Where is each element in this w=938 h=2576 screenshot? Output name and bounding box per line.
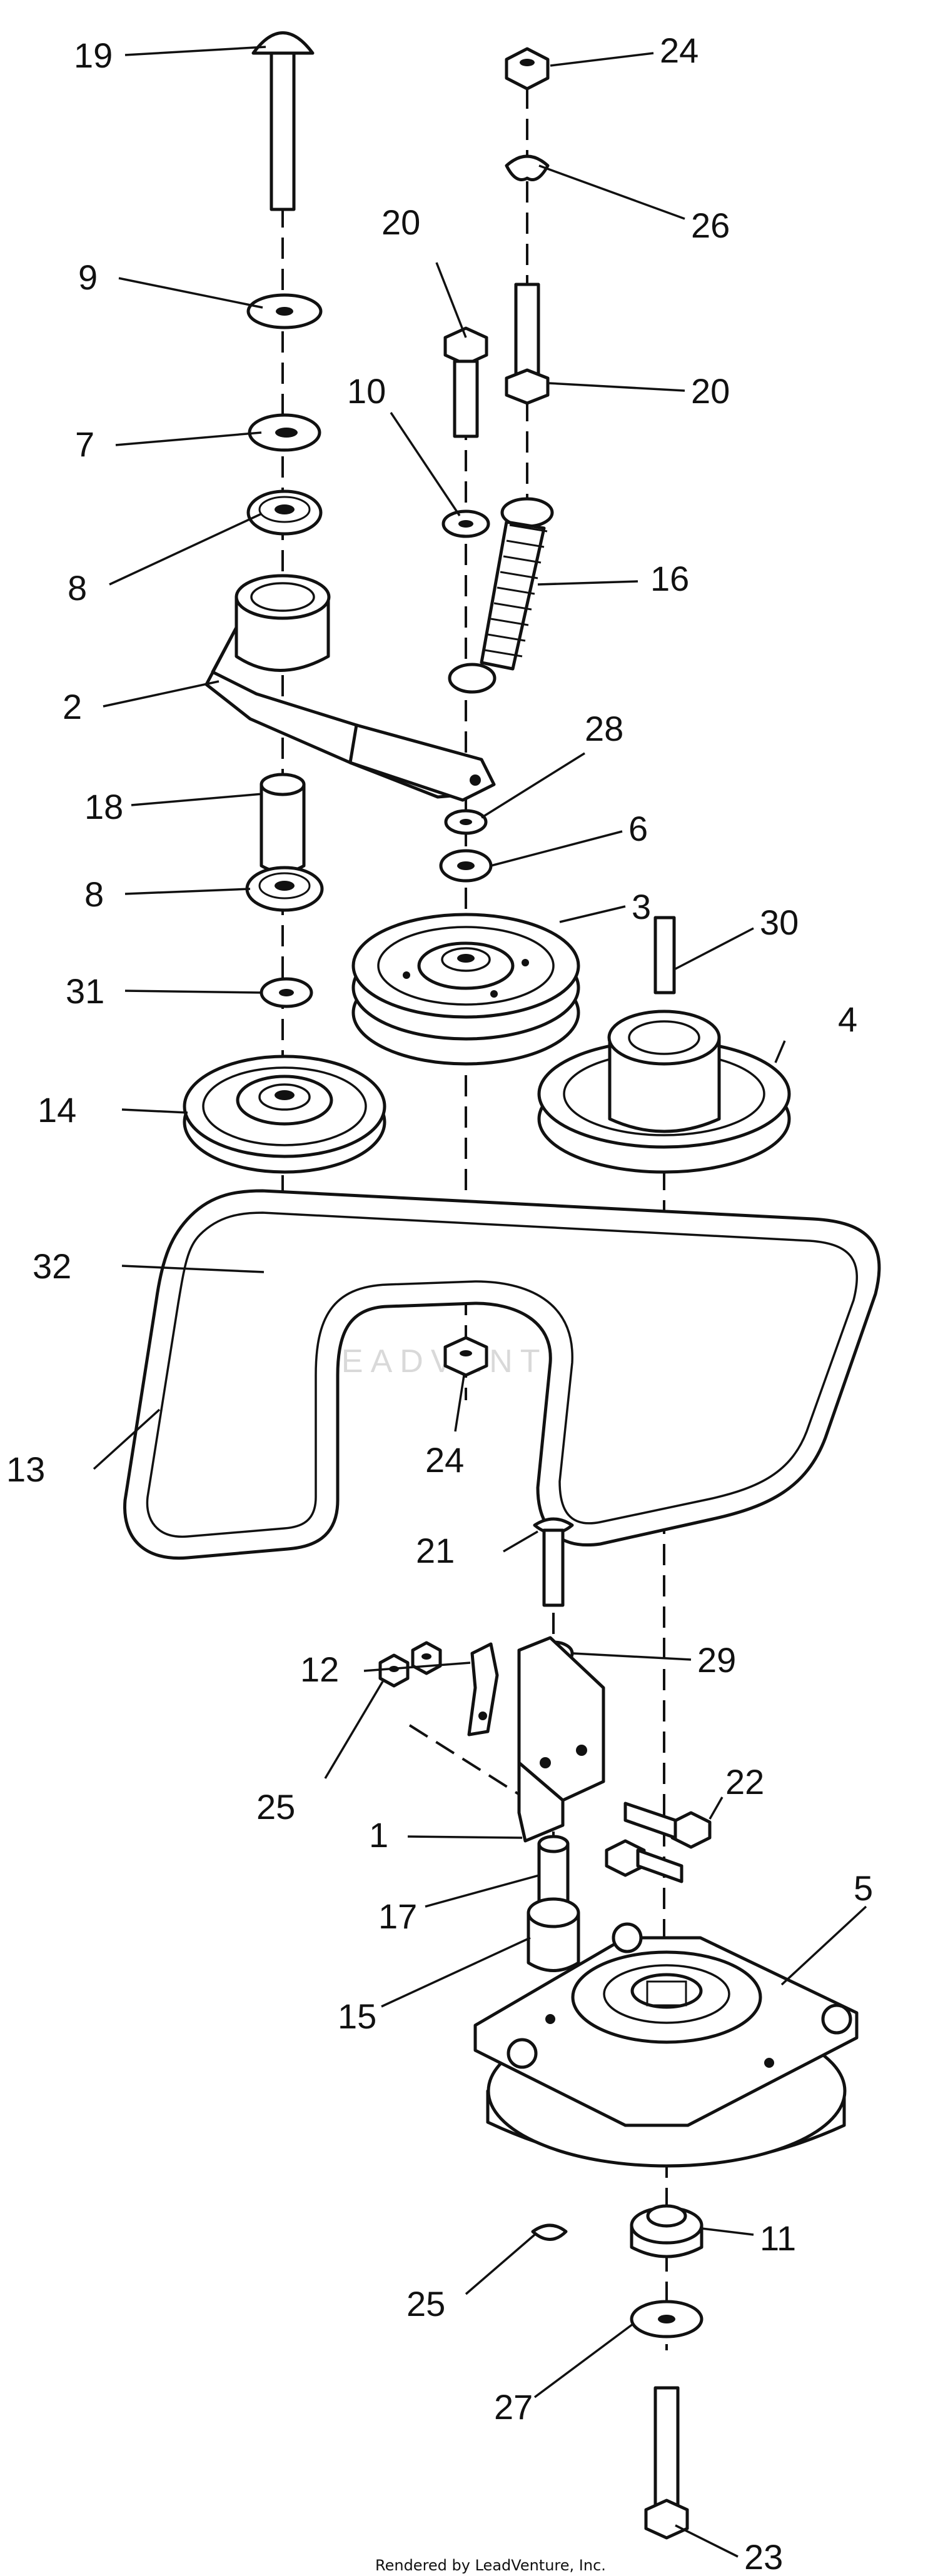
part-8-bearing-upper bbox=[246, 489, 323, 536]
part-7-spring-washer bbox=[248, 413, 321, 452]
part-1-bracket bbox=[517, 1636, 605, 1843]
part-24-lock-nut-top bbox=[505, 47, 550, 91]
callout-24-lower: 24 bbox=[425, 1440, 464, 1480]
callout-21: 21 bbox=[416, 1531, 455, 1570]
footer-credit: Rendered by LeadVenture, Inc. bbox=[375, 2557, 606, 2574]
part-26-lock-washer bbox=[505, 154, 550, 181]
callout-25-lower: 25 bbox=[406, 2284, 445, 2323]
callout-1: 1 bbox=[369, 1815, 388, 1855]
part-22-bolt bbox=[605, 1802, 712, 1883]
callout-4: 4 bbox=[838, 1000, 857, 1039]
part-3-v-pulley bbox=[351, 913, 580, 1066]
part-5-pto-clutch bbox=[473, 1922, 859, 2168]
callout-20-left: 20 bbox=[381, 203, 420, 242]
part-18-bushing bbox=[260, 773, 306, 874]
part-20-bolt-right bbox=[505, 283, 550, 405]
callout-9: 9 bbox=[78, 258, 98, 297]
callout-24-top: 24 bbox=[660, 31, 698, 70]
part-15-bushing bbox=[527, 1897, 580, 1972]
callout-14: 14 bbox=[38, 1090, 76, 1130]
part-23-bolt bbox=[644, 2386, 689, 2540]
callout-6: 6 bbox=[628, 809, 648, 848]
callout-29: 29 bbox=[697, 1640, 736, 1680]
callout-3: 3 bbox=[632, 887, 651, 926]
callout-20-right: 20 bbox=[691, 371, 730, 411]
callout-15: 15 bbox=[338, 1997, 376, 2036]
part-25-nut-lower bbox=[531, 2223, 568, 2241]
callout-28: 28 bbox=[585, 709, 623, 748]
callout-10: 10 bbox=[347, 371, 386, 411]
callout-13: 13 bbox=[6, 1450, 45, 1489]
callout-5: 5 bbox=[854, 1868, 873, 1908]
part-2-idler-arm bbox=[204, 574, 496, 802]
callout-26: 26 bbox=[691, 206, 730, 245]
callout-12: 12 bbox=[300, 1650, 339, 1689]
callout-31: 31 bbox=[66, 971, 104, 1011]
part-10-washer bbox=[441, 509, 490, 538]
callout-8-lower: 8 bbox=[84, 875, 104, 914]
callouts: 19 9 7 8 2 18 8 31 14 32 13 24 20 10 16 … bbox=[6, 31, 873, 2576]
callout-16: 16 bbox=[650, 559, 689, 598]
part-11-spacer bbox=[630, 2204, 704, 2258]
callout-22: 22 bbox=[725, 1762, 764, 1802]
part-9-flat-washer bbox=[246, 293, 323, 329]
callout-23: 23 bbox=[744, 2537, 783, 2576]
part-14-idler-pulley bbox=[183, 1055, 386, 1174]
part-30-key bbox=[653, 916, 676, 995]
part-28-washer bbox=[444, 809, 488, 835]
leader-lines bbox=[93, 46, 867, 2558]
callout-8-upper: 8 bbox=[68, 568, 87, 608]
callout-30: 30 bbox=[760, 903, 799, 942]
part-19-pivot-bolt bbox=[251, 31, 315, 211]
part-13-belt bbox=[123, 1189, 881, 1560]
part-25-nuts-upper bbox=[378, 1641, 442, 1688]
callout-19: 19 bbox=[74, 36, 113, 75]
part-21-bolt bbox=[533, 1517, 574, 1607]
part-20-bolt-left bbox=[443, 326, 488, 438]
part-12-belt-guide bbox=[467, 1642, 499, 1737]
part-31-washer bbox=[260, 977, 313, 1008]
part-27-washer bbox=[630, 2300, 704, 2338]
callout-11: 11 bbox=[760, 2218, 796, 2258]
callout-7: 7 bbox=[75, 424, 94, 464]
callout-17: 17 bbox=[378, 1897, 417, 1936]
callout-25-upper: 25 bbox=[256, 1787, 295, 1827]
callout-27: 27 bbox=[494, 2387, 533, 2427]
callout-18: 18 bbox=[84, 787, 123, 826]
part-16-spring bbox=[448, 497, 554, 694]
part-6-spring-washer bbox=[439, 849, 493, 883]
part-4-drive-pulley bbox=[537, 1010, 791, 1174]
part-8-bearing-lower bbox=[245, 866, 324, 912]
callout-2: 2 bbox=[63, 687, 82, 726]
part-24-lock-nut-lower bbox=[443, 1336, 488, 1377]
callout-32: 32 bbox=[33, 1246, 71, 1286]
